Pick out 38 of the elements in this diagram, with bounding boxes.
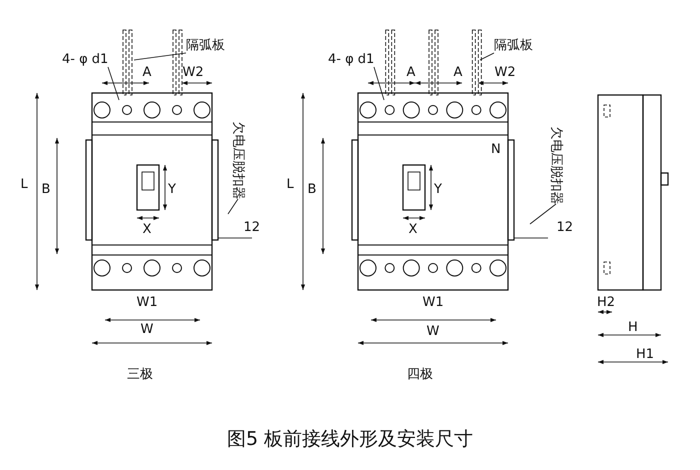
dimension-label: B xyxy=(308,182,316,197)
leader-line xyxy=(228,198,238,214)
view-label: 三极 xyxy=(127,367,153,382)
dimension-label: X xyxy=(408,222,418,237)
callout-text: 欠电压脱扣器 xyxy=(230,121,246,199)
leader-line xyxy=(480,52,494,60)
dimension-label: H1 xyxy=(636,347,654,362)
leader-line xyxy=(530,204,556,224)
dimension-label: A xyxy=(406,65,416,80)
dimension-label: X xyxy=(142,222,152,237)
dimension-label: W1 xyxy=(422,295,444,310)
leader-line xyxy=(374,66,384,100)
dimension-label: Y xyxy=(168,182,176,197)
dimension-label: A xyxy=(454,65,462,80)
callout-text: 隔弧板 xyxy=(494,38,533,53)
callout-text: 4- φ d1 xyxy=(328,52,374,67)
dimension-label: Y xyxy=(434,182,442,197)
dimension-label: 12 xyxy=(244,220,260,235)
leader-line xyxy=(108,66,120,100)
callout-text: 欠电压脱扣器 xyxy=(548,126,564,204)
callout-text: 4- φ d1 xyxy=(62,52,108,67)
dimension-label: H xyxy=(628,320,638,335)
dimension-label: H2 xyxy=(597,295,616,310)
dimension-label: W xyxy=(426,324,440,339)
dimension-label: W xyxy=(140,322,154,337)
dimension-label: W2 xyxy=(494,65,516,80)
dimension-label: L xyxy=(286,177,294,192)
callout-text: 隔弧板 xyxy=(186,38,225,53)
dimension-label: W1 xyxy=(136,295,158,310)
pole-label: N xyxy=(491,142,501,157)
caption: 图5 板前接线外形及安装尺寸 xyxy=(227,428,474,450)
leader-line xyxy=(134,52,186,60)
dimension-label: L xyxy=(20,177,28,192)
dimension-label: B xyxy=(42,182,50,197)
dimension-label: 12 xyxy=(556,220,574,235)
dimension-label: W2 xyxy=(182,65,204,80)
view-label: 四极 xyxy=(407,367,433,382)
dimension-label: A xyxy=(142,65,152,80)
